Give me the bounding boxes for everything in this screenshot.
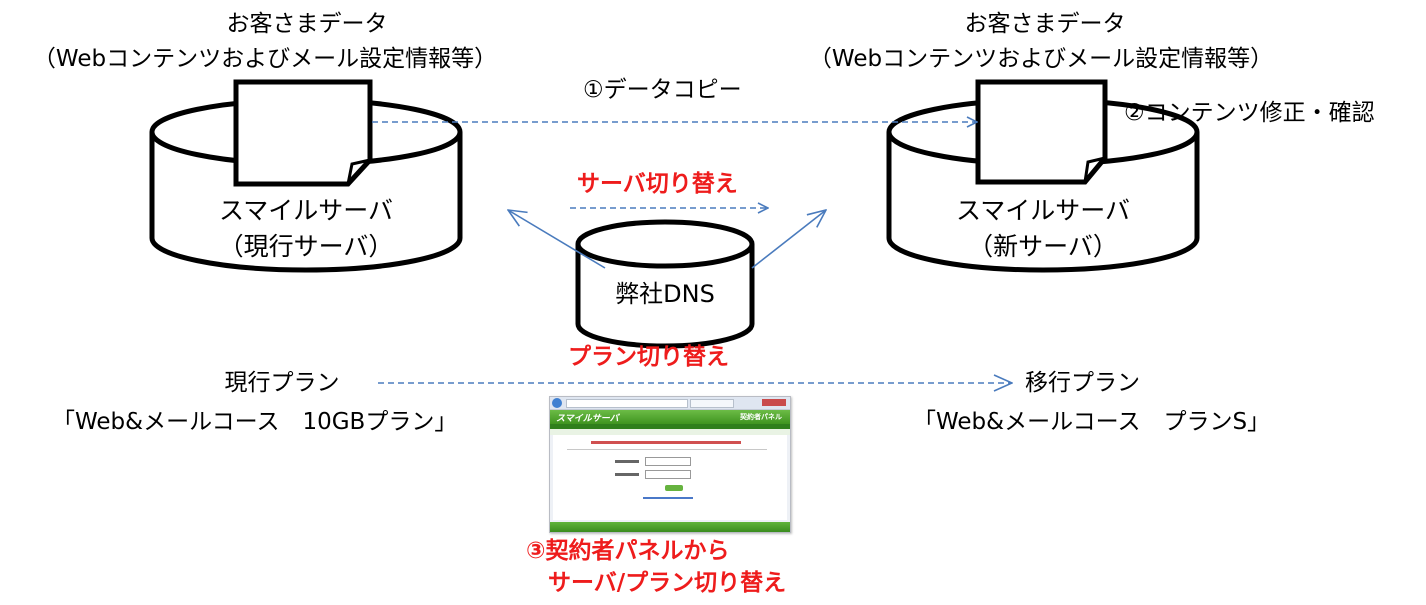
dns-to-new-arrow (751, 210, 826, 269)
panel-title: 契約者パネル (740, 413, 782, 421)
current-data-document-icon (233, 79, 373, 187)
step-content-fix-label: ②コンテンツ修正・確認 (1124, 100, 1375, 126)
panel-breadcrumb (550, 429, 790, 435)
window-controls (762, 399, 786, 406)
panel-message (591, 441, 741, 444)
new-server-cylinder (886, 97, 1200, 273)
dns-to-current-arrow (508, 210, 606, 269)
current-server-sub: （現行サーバ） (218, 232, 394, 261)
panel-password-input (645, 470, 691, 479)
current-plan-name: 「Web&メールコース 10GBプラン」 (52, 409, 458, 435)
panel-divider (567, 449, 767, 450)
panel-id-label (615, 460, 639, 463)
panel-logo: スマイルサーバ (556, 414, 619, 424)
panel-subheader (550, 424, 790, 429)
current-plan-title: 現行プラン (224, 370, 340, 396)
current-data-subtitle: （Webコンテンツおよびメール設定情報等） (32, 46, 498, 72)
new-plan-title: 移行プラン (1025, 370, 1140, 396)
new-server-name: スマイルサーバ (955, 196, 1130, 225)
dns-label: 弊社DNS (615, 280, 715, 308)
current-server-name: スマイルサーバ (218, 196, 393, 225)
step-data-copy-label: ①データコピー (583, 77, 742, 103)
address-bar (566, 399, 688, 408)
new-server-sub: （新サーバ） (968, 232, 1118, 261)
panel-header: スマイルサーバ 契約者パネル (550, 410, 790, 424)
panel-id-input (645, 457, 691, 466)
panel-footer (550, 522, 790, 532)
panel-password-label (615, 473, 639, 476)
contract-panel-screenshot: スマイルサーバ 契約者パネル (549, 396, 791, 533)
new-plan-name: 「Web&メールコース プランS」 (913, 409, 1271, 435)
new-data-document-icon (975, 79, 1108, 185)
new-data-subtitle: （Webコンテンツおよびメール設定情報等） (808, 46, 1274, 72)
current-data-title: お客さまデータ (226, 11, 388, 37)
dns-cylinder (575, 219, 755, 349)
panel-help-link (643, 497, 693, 499)
step-panel-label-line1: ③契約者パネルから (526, 538, 730, 564)
panel-login-button (665, 485, 683, 491)
browser-tab (690, 399, 734, 408)
plan-switch-label: プラン切り替え (568, 344, 729, 370)
browser-icon (552, 398, 562, 408)
new-data-title: お客さまデータ (964, 11, 1126, 37)
panel-login-form (553, 435, 787, 520)
server-switch-label: サーバ切り替え (577, 171, 738, 197)
browser-chrome (550, 397, 790, 410)
step-panel-label-line2: サーバ/プラン切り替え (548, 570, 787, 596)
